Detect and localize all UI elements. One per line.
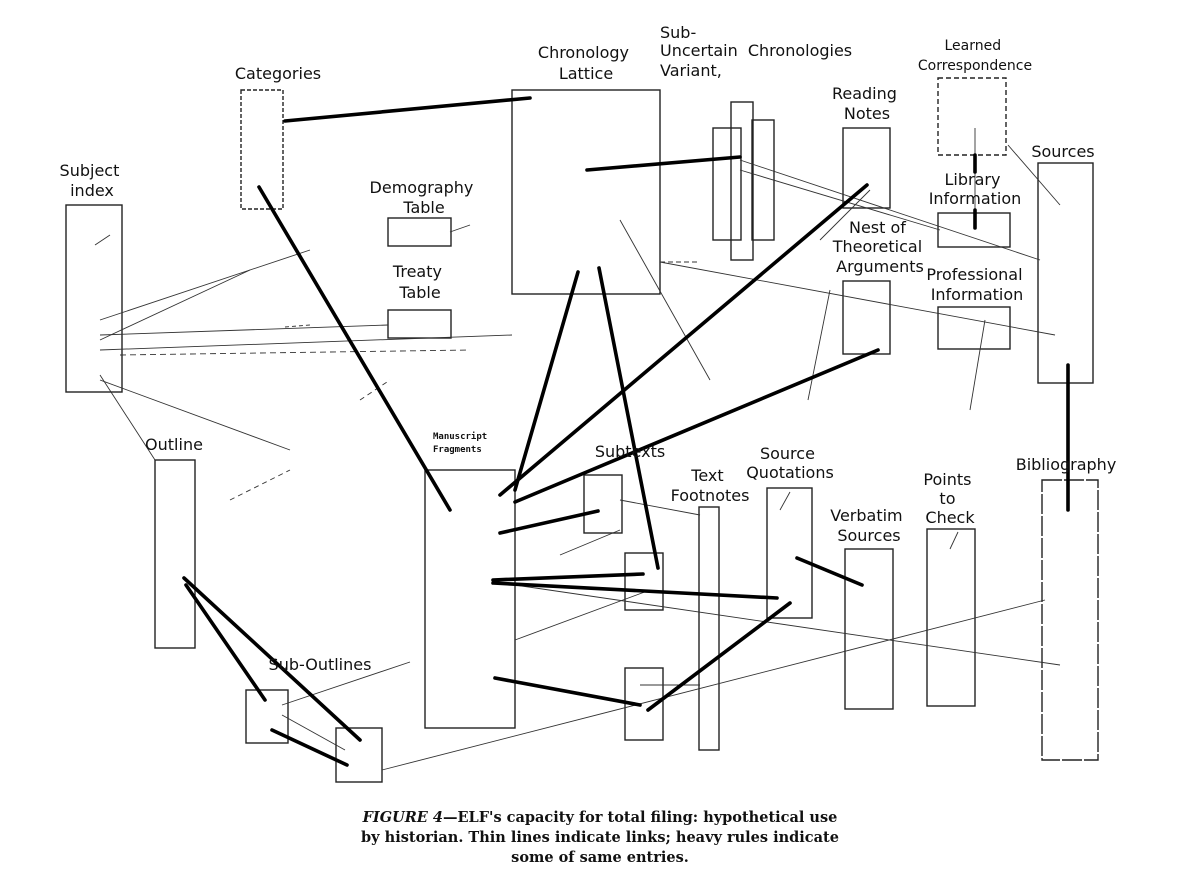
subject-index-box	[65, 204, 123, 393]
sub-outline-box-2	[335, 727, 383, 783]
heavy-rule	[597, 266, 660, 570]
bibliography-box	[1041, 479, 1099, 761]
thin-link	[99, 379, 291, 451]
boxes	[65, 77, 1099, 783]
heavy-rule	[513, 348, 880, 504]
thin-link	[359, 379, 391, 401]
thin-link	[739, 169, 941, 231]
thin-link	[514, 589, 651, 641]
chronologies-box-2	[730, 101, 754, 261]
small-box-mid	[624, 552, 664, 611]
thin-link	[807, 289, 831, 401]
heavy-rule	[283, 96, 532, 123]
thin-link	[229, 469, 291, 501]
chronology-lattice-box	[511, 89, 661, 295]
heavy-rule	[493, 676, 642, 707]
heavy-rule	[585, 155, 742, 172]
sources-label: Sources	[1031, 142, 1094, 161]
thin-link	[381, 599, 1046, 771]
text-footnotes-label: Text Footnotes	[671, 466, 750, 505]
thin-link	[739, 159, 1041, 261]
thin-link	[99, 249, 311, 321]
source-quotations-box	[766, 487, 813, 619]
thin-link	[559, 529, 621, 556]
thin-link	[281, 714, 346, 751]
heavy-rule	[491, 572, 645, 582]
subtexts-label: Subtexts	[595, 442, 665, 461]
chronologies-label: Chronologies	[748, 41, 852, 60]
chronologies-box-3	[751, 119, 775, 241]
subject-index-label: Subject index	[60, 161, 125, 200]
thin-link	[284, 324, 311, 328]
sub-outlines-label: Sub-Outlines	[269, 655, 372, 674]
heavy-rule	[182, 576, 362, 742]
nest-theoretical-box	[842, 280, 891, 355]
heavy-rule	[257, 185, 452, 512]
sub-uncertain-variant-label: Sub- Uncertain Variant,	[660, 23, 743, 80]
manuscript-fragments-label: Manuscript Fragments	[433, 431, 493, 455]
outline-label: Outline	[145, 435, 203, 454]
reading-notes-label: Reading Notes	[832, 84, 902, 123]
library-information-label: Library Information	[929, 170, 1022, 208]
source-quotations-label: Source Quotations	[746, 444, 834, 482]
demography-table-label: Demography Table	[370, 178, 479, 217]
labels: Subject index Categories Chronology Latt…	[60, 23, 1117, 674]
reading-notes-box	[842, 127, 891, 209]
sources-box	[1037, 162, 1094, 384]
demography-table-box	[387, 217, 452, 247]
heavy-rule	[646, 601, 792, 712]
professional-information-label: Professional Information	[926, 265, 1027, 304]
thin-link	[94, 234, 111, 246]
subtexts-box	[583, 474, 623, 534]
verbatim-sources-box	[844, 548, 894, 710]
points-to-check-box	[926, 528, 976, 707]
figure-number: FIGURE 4	[362, 809, 443, 826]
heavy-rule	[270, 728, 349, 767]
heavy-rule	[184, 583, 267, 702]
bibliography-label: Bibliography	[1016, 455, 1117, 474]
heavy-rule	[513, 270, 580, 492]
learned-correspondence-box	[937, 77, 1007, 156]
treaty-table-label: Treaty Table	[392, 262, 447, 302]
chronology-lattice-label: Chronology Lattice	[538, 43, 634, 83]
thin-links	[94, 128, 1061, 771]
thin-link	[949, 531, 959, 550]
caption-text: —ELF's capacity for total filing: hypoth…	[361, 809, 839, 866]
text-footnotes-box	[698, 506, 720, 751]
professional-information-box	[937, 306, 1011, 350]
thin-link	[281, 661, 411, 706]
verbatim-sources-label: Verbatim Sources	[830, 506, 907, 545]
thin-link	[659, 261, 1056, 336]
thin-link	[619, 499, 701, 516]
heavy-rule	[491, 581, 779, 600]
thin-link	[119, 349, 471, 356]
categories-box	[240, 89, 284, 210]
sub-outline-box-1	[245, 689, 289, 744]
learned-correspondence-label: Learned Correspondence	[918, 38, 1032, 74]
thin-link	[779, 491, 791, 511]
thin-link	[619, 219, 711, 381]
heavy-rule	[498, 183, 869, 497]
thin-link	[449, 224, 471, 233]
manuscript-fragments-box	[424, 469, 516, 729]
thin-link	[99, 269, 251, 341]
thin-link	[99, 374, 156, 461]
nest-theoretical-arguments-label: Nest of Theoretical Arguments	[832, 218, 927, 276]
treaty-table-box	[387, 309, 452, 339]
heavy-rule	[498, 509, 600, 535]
thin-link	[1007, 144, 1061, 206]
categories-label: Categories	[235, 64, 321, 83]
outline-box	[154, 459, 196, 649]
figure-caption: FIGURE 4—ELF's capacity for total filing…	[360, 808, 840, 868]
thin-link	[99, 334, 513, 351]
points-to-check-label: Points to Check	[923, 470, 976, 527]
chronologies-box-1	[712, 127, 742, 241]
thin-link	[969, 319, 986, 411]
heavy-rules	[182, 96, 1070, 767]
thin-link	[514, 584, 1061, 666]
thin-link	[819, 189, 871, 241]
heavy-rule	[795, 556, 864, 587]
